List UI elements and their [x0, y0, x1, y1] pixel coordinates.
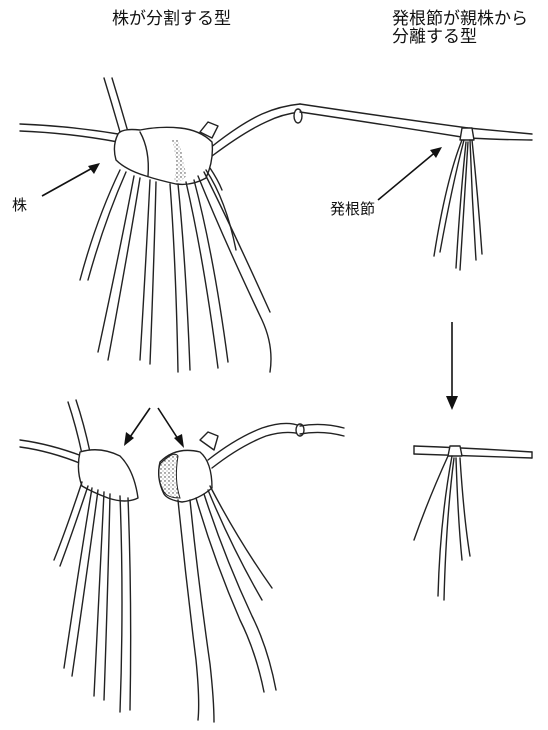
stub-lower — [200, 432, 218, 450]
roots-bottom-left — [54, 482, 131, 712]
arrow-node-pointer — [378, 147, 442, 200]
upward-shoot — [104, 78, 120, 132]
roots-top-left — [80, 168, 271, 372]
stock-half-left — [78, 450, 138, 501]
rooting-node — [460, 128, 474, 140]
runner-cut-end — [294, 109, 302, 123]
roots-separated-node — [414, 456, 470, 600]
arrow-separation-down — [446, 322, 458, 410]
plant-divided-right — [159, 423, 344, 722]
plant-runner-with-node — [300, 104, 532, 270]
label-rooting-node: 発根節 — [330, 198, 375, 219]
runner-left — [20, 124, 118, 134]
roots-bottom-middle — [178, 486, 276, 722]
label-stock: 株 — [12, 194, 27, 215]
roots-rooting-node — [434, 140, 482, 270]
plant-divided-left — [20, 400, 138, 712]
arrows-division — [124, 408, 184, 448]
runner-right — [210, 104, 300, 148]
plant-intact-stock — [20, 78, 302, 372]
plant-separated-node — [414, 446, 532, 600]
arrow-stock-pointer — [42, 163, 100, 196]
rooting-node-separated — [448, 446, 462, 456]
